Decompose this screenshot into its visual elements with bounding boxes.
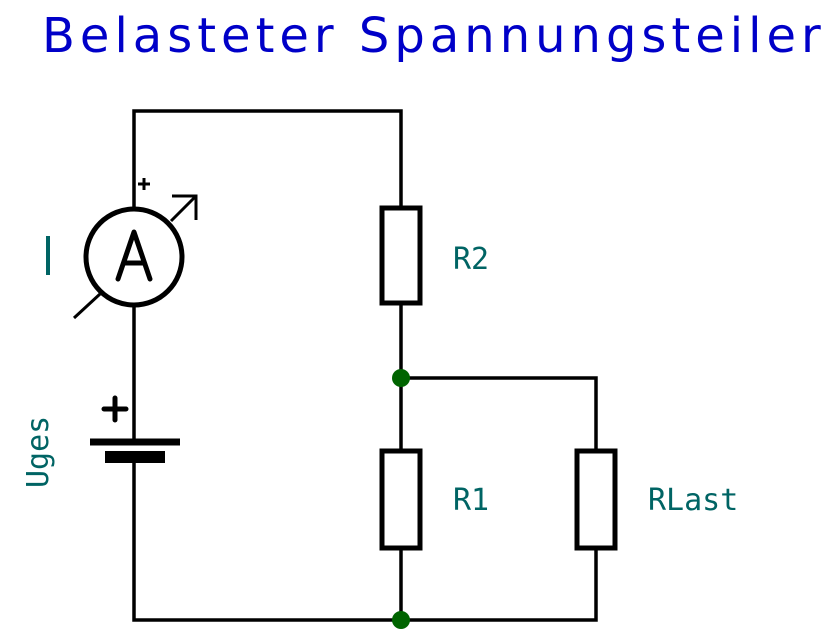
- wires: [132, 109, 598, 622]
- battery: Uges: [21, 395, 180, 488]
- resistor-r2-label: R2: [453, 242, 489, 277]
- ammeter-arrow-head-icon: [172, 194, 198, 220]
- battery-plus-icon: [101, 395, 129, 423]
- resistor-rlast-label: RLast: [648, 483, 738, 518]
- junction-middle: [392, 369, 410, 387]
- wire-top: [132, 109, 403, 208]
- battery-label: Uges: [21, 416, 56, 488]
- ammeter-arrow-tail: [72, 292, 102, 320]
- wire-bottom: [132, 458, 598, 622]
- junction-bottom: [392, 611, 410, 629]
- schematic-title: Belasteter Spannungsteiler: [42, 8, 826, 64]
- ammeter-plus-icon: [138, 178, 150, 190]
- resistor-rlast: [574, 448, 618, 551]
- ammeter-circle: [83, 206, 185, 308]
- resistor-r1: [379, 448, 423, 551]
- ammeter: [46, 178, 198, 320]
- resistor-r1-label: R1: [453, 483, 489, 518]
- ammeter-a-glyph: [115, 229, 153, 282]
- ammeter-arrow-shaft: [169, 194, 198, 223]
- wire-to-rlast: [401, 376, 598, 451]
- resistor-r2: [379, 205, 423, 306]
